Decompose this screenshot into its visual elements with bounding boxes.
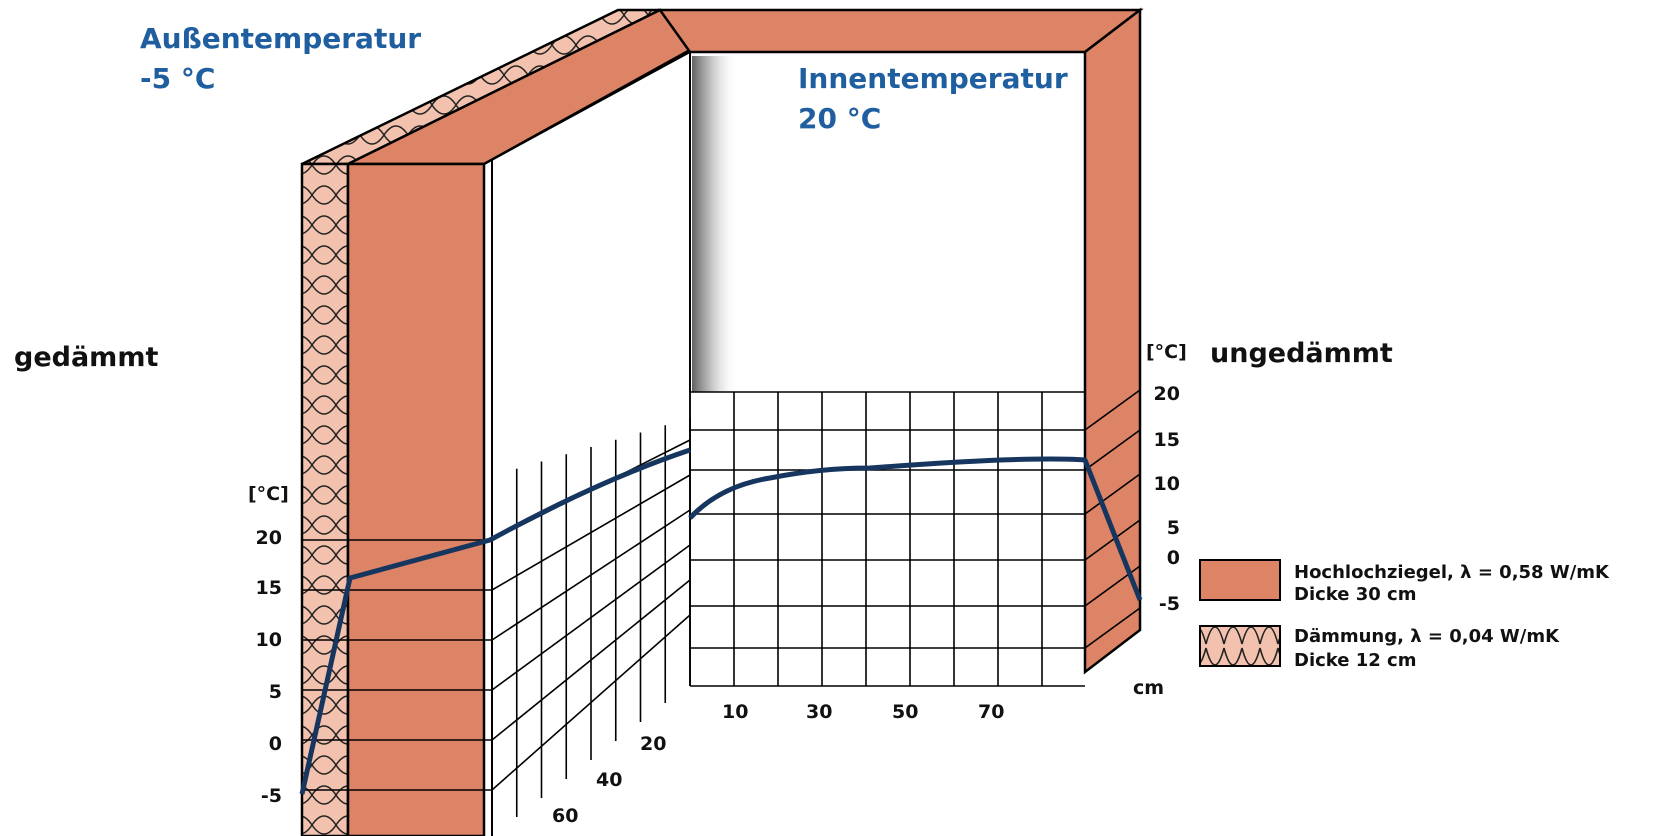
left-tick: 5 [269, 681, 282, 703]
bottom-tick: 30 [806, 701, 832, 723]
legend-brick-line2: Dicke 30 cm [1294, 584, 1416, 605]
depth-tick: 60 [552, 805, 578, 827]
legend-swatch-brick [1199, 559, 1281, 601]
right-axis-unit: [°C] [1146, 341, 1187, 363]
outside-temperature-title: Außentemperatur [140, 22, 421, 55]
depth-axis-ticks: 20 40 60 [552, 733, 666, 827]
bottom-tick: 10 [722, 701, 748, 723]
inside-temperature-value: 20 °C [798, 102, 881, 135]
left-axis-unit: [°C] [248, 483, 289, 505]
right-tick: 5 [1167, 517, 1180, 539]
label-uninsulated: ungedämmt [1210, 338, 1393, 369]
outside-temperature-value: -5 °C [140, 62, 215, 95]
grid-line [491, 614, 691, 791]
bottom-axis-ticks: 10 30 50 70 [722, 701, 1004, 723]
right-tick: 0 [1167, 547, 1180, 569]
curve-uninsulated [688, 456, 1143, 601]
corner-shading [692, 56, 738, 392]
left-tick: 0 [269, 733, 282, 755]
depth-axis-unit: cm [1133, 677, 1164, 699]
insulation-front [300, 162, 350, 836]
grid-line [1084, 519, 1141, 561]
legend-insulation-line1: Dämmung, λ = 0,04 W/mK [1294, 626, 1560, 647]
legend-brick-line1: Hochlochziegel, λ = 0,58 W/mK [1294, 562, 1610, 583]
legend: Hochlochziegel, λ = 0,58 W/mK Dicke 30 c… [1199, 559, 1610, 671]
depth-tick: 20 [640, 733, 666, 755]
left-tick: 20 [256, 527, 282, 549]
grid-line [1084, 473, 1141, 515]
depth-tick: 40 [596, 769, 622, 791]
grid-line [491, 579, 691, 741]
bottom-tick: 70 [978, 701, 1004, 723]
grid-line [1084, 389, 1141, 431]
brick-front-left [346, 162, 486, 836]
grid-line [1084, 429, 1141, 471]
grid-line [491, 544, 691, 691]
inside-temperature-title: Innentemperatur [798, 62, 1068, 95]
curve-insulated [299, 447, 691, 795]
grid-line [1084, 607, 1141, 649]
legend-swatch-insulation [1199, 625, 1281, 667]
right-tick: 15 [1154, 429, 1180, 451]
legend-insulation-line2: Dicke 12 cm [1294, 650, 1416, 671]
wall-structure [300, 7, 1144, 836]
grid-line [491, 509, 691, 641]
right-axis-ticks: 20 15 10 5 0 -5 [1154, 383, 1180, 615]
grid-line [491, 474, 691, 591]
right-tick: 20 [1154, 383, 1180, 405]
bottom-tick: 50 [892, 701, 918, 723]
temperature-curves [299, 447, 1143, 795]
right-tick: -5 [1159, 593, 1180, 615]
left-tick: 10 [256, 629, 282, 651]
brick-top-face-back [657, 8, 1144, 54]
left-axis-ticks: 20 15 10 5 0 -5 [256, 527, 282, 807]
grid-lines [302, 389, 1141, 836]
label-insulated: gedämmt [14, 342, 158, 373]
right-tick: 10 [1154, 473, 1180, 495]
left-tick: -5 [261, 785, 282, 807]
left-tick: 15 [256, 577, 282, 599]
